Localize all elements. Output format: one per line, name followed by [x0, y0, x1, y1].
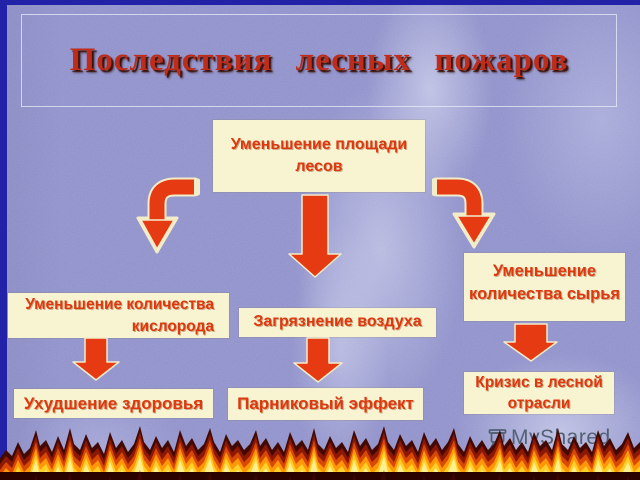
node-air-pollution-label: Загрязнение воздуха	[253, 313, 422, 331]
node-greenhouse-effect: Парниковый эффект	[228, 388, 423, 420]
down-arrow-icon	[293, 337, 343, 383]
down-arrow-icon	[503, 323, 558, 362]
flames-image	[0, 426, 640, 480]
node-forest-area: Уменьшение площади лесов	[213, 120, 425, 192]
down-arrow-icon	[72, 337, 120, 381]
title-frame: Последствия лесных пожаров	[21, 14, 617, 107]
node-greenhouse-effect-label: Парниковый эффект	[237, 394, 414, 414]
node-raw-materials-decrease-label: Уменьшение количества сырья	[469, 262, 620, 303]
node-raw-materials-decrease: Уменьшение количества сырья	[464, 253, 625, 321]
node-oxygen-decrease-label: Уменьшение количества кислорода	[25, 296, 214, 335]
node-health-decline: Ухудшение здоровья	[14, 389, 213, 418]
node-forest-area-label: Уменьшение площади лесов	[230, 135, 408, 175]
down-arrow-icon	[288, 194, 342, 278]
node-oxygen-decrease: Уменьшение количества кислорода	[8, 293, 229, 338]
curved-arrow-right-icon	[432, 177, 496, 249]
node-air-pollution: Загрязнение воздуха	[239, 308, 436, 337]
curved-arrow-left-icon	[136, 177, 200, 254]
slide-border-left	[0, 0, 7, 480]
page-title: Последствия лесных пожаров	[69, 42, 569, 78]
node-forest-industry-crisis-label: Кризис в лесной отрасли	[475, 373, 603, 412]
node-forest-industry-crisis: Кризис в лесной отрасли	[464, 372, 614, 414]
node-health-decline-label: Ухудшение здоровья	[23, 393, 204, 413]
slide-border-top	[0, 0, 640, 5]
